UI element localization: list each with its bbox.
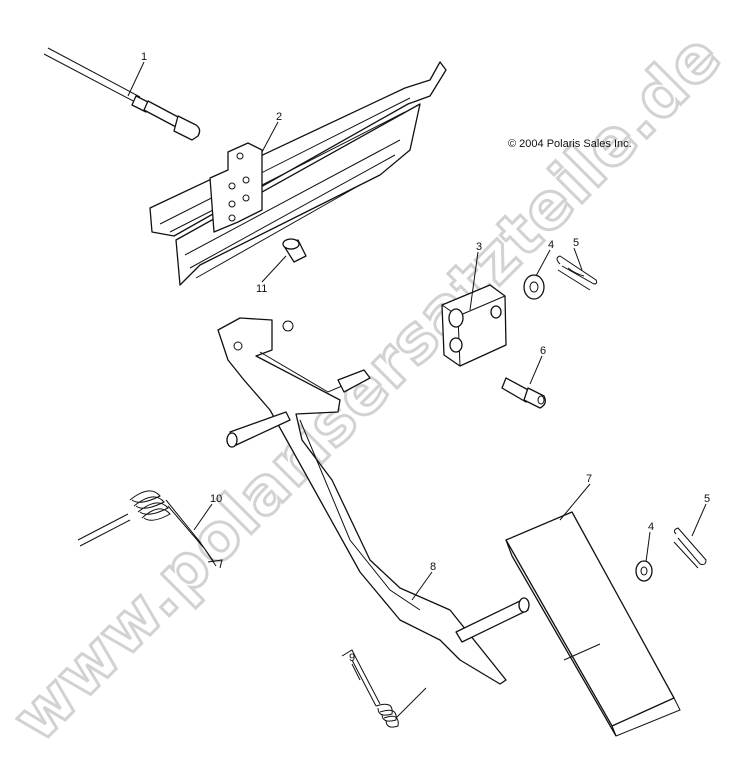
part-2-frame-rail	[149, 61, 447, 286]
part-7-pedal-pad	[505, 511, 681, 737]
part-3-pivot-block	[441, 284, 507, 367]
part-8-pedal-lever	[217, 317, 530, 685]
callout-8: 8	[430, 561, 436, 573]
callout-5-upper: 5	[573, 237, 579, 249]
part-4-washer-upper	[523, 274, 545, 300]
part-1-cable-rod	[43, 47, 201, 141]
callout-10: 10	[210, 493, 222, 505]
part-11-bushing	[282, 238, 307, 263]
callout-4-upper: 4	[548, 239, 554, 251]
callout-1: 1	[141, 51, 147, 63]
part-5-clip-lower	[673, 527, 707, 569]
part-9-small-spring	[341, 649, 427, 728]
part-5-clip-upper	[556, 255, 598, 291]
callout-2: 2	[276, 111, 282, 123]
part-6-bolt	[501, 377, 546, 409]
part-4-washer-lower	[635, 560, 653, 582]
callout-5-lower: 5	[704, 493, 710, 505]
callout-7: 7	[586, 473, 592, 485]
callout-6: 6	[540, 345, 546, 357]
copyright-text: © 2004 Polaris Sales Inc.	[508, 138, 632, 150]
callout-9: 9	[349, 652, 355, 664]
callout-11: 11	[256, 283, 267, 295]
callout-3: 3	[476, 241, 482, 253]
callout-4-lower: 4	[648, 521, 654, 533]
leader-lines	[127, 61, 707, 681]
part-10-torsion-spring	[77, 490, 223, 569]
